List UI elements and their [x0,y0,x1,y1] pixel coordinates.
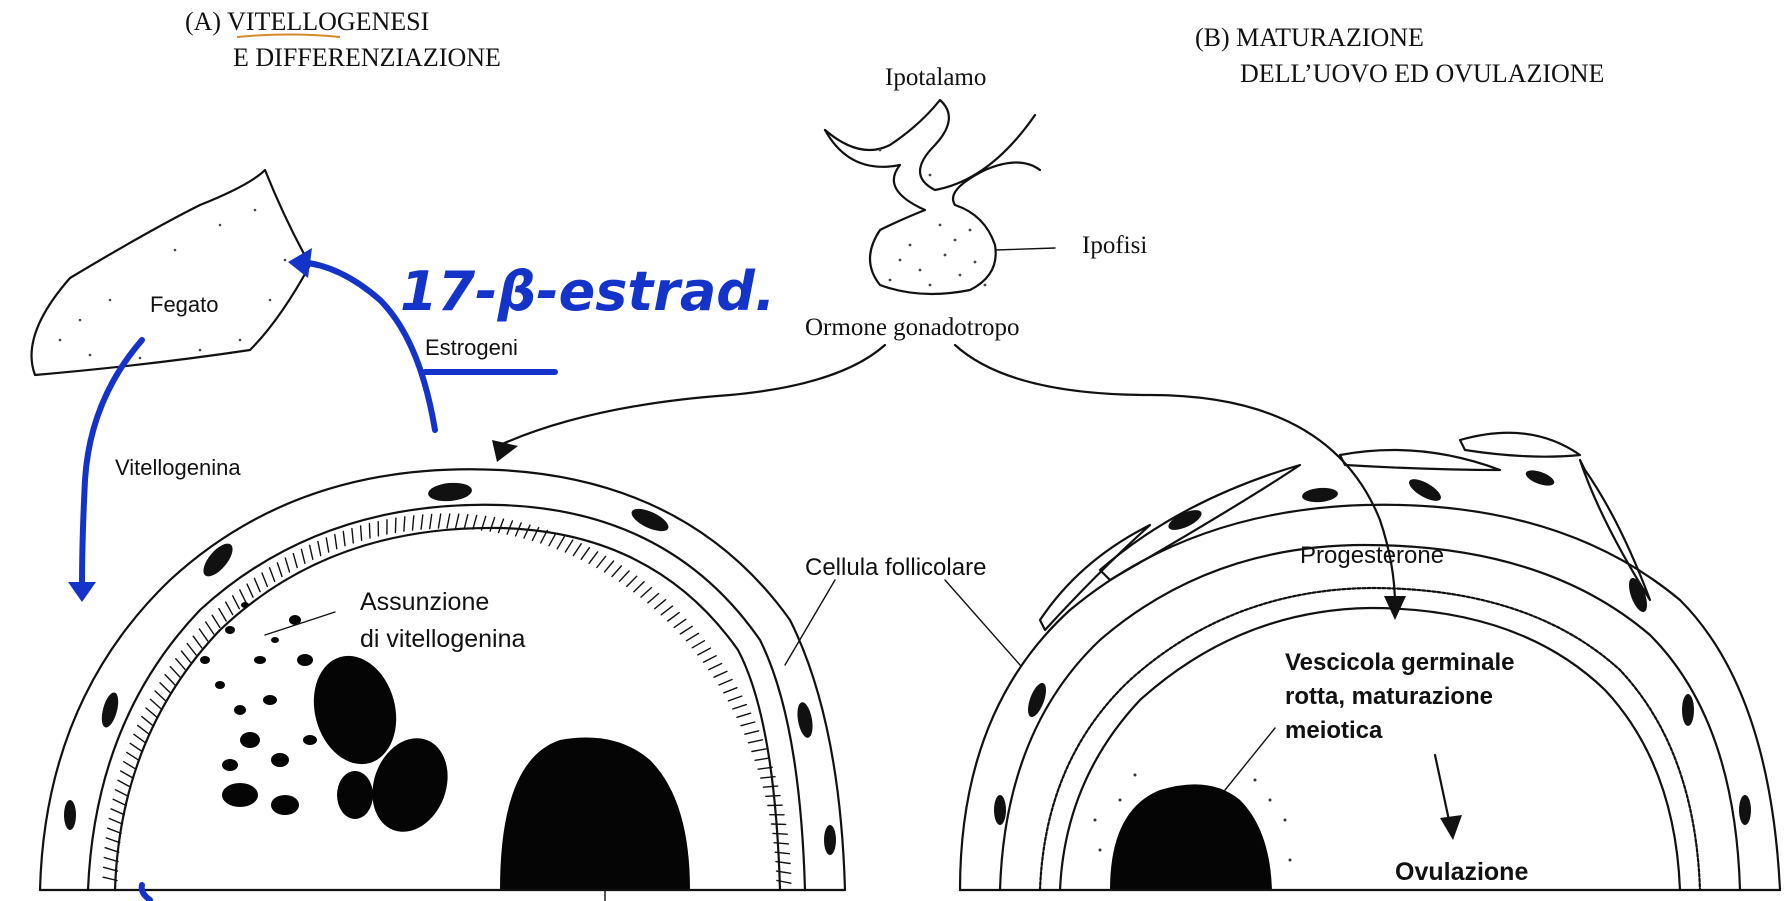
arrowhead-follicle-a [492,440,518,462]
label-assunzione-line1: Assunzione [360,588,489,616]
label-vescicola-line3: meiotica [1285,717,1383,744]
label-progesterone: Progesterone [1300,542,1444,569]
label-vitellogenina: Vitellogenina [115,455,241,480]
label-assunzione-line2: di vitellogenina [360,625,525,653]
leader-follicolare-a [785,580,835,665]
label-vescicola-line2: rotta, maturazione [1285,683,1493,710]
leader-vescicola [1225,728,1275,790]
panel-a-title-line2: E DIFFERENZIAZIONE [233,43,501,72]
hypothalamus-pituitary [825,100,1040,294]
estrogeni-arrowhead [288,248,312,278]
label-ipotalamo: Ipotalamo [885,64,986,91]
handwritten-annotation: 17-β-estrad. [400,260,775,323]
label-ormone-gonadotropo: Ormone gonadotropo [805,314,1020,341]
label-ipofisi: Ipofisi [1082,232,1147,259]
leader-follicolare-b [945,580,1020,665]
label-ovulazione: Ovulazione [1395,858,1528,886]
leader-ipofisi [995,248,1055,250]
blue-mark [142,885,150,900]
label-fegato: Fegato [150,292,219,317]
label-vescicola-line1: Vescicola germinale [1285,649,1514,676]
liver [32,170,310,375]
vitellogenina-arrowhead [68,582,96,602]
leader-assunzione [265,612,335,635]
panel-b-title-line2: DELL’UOVO ED OVULAZIONE [1240,59,1604,88]
panel-b-title-line1: (B) MATURAZIONE [1195,23,1424,52]
label-cellula-follicolare: Cellula follicolare [805,554,986,581]
arrowhead-ovulazione [1440,815,1462,840]
arrow-to-follicle-a [500,345,885,445]
follicle-a [40,469,845,890]
panel-a-title-line1: (A) VITELLOGENESI [185,7,429,36]
label-estrogeni: Estrogeni [425,335,518,360]
arrow-ovulazione [1435,755,1450,825]
